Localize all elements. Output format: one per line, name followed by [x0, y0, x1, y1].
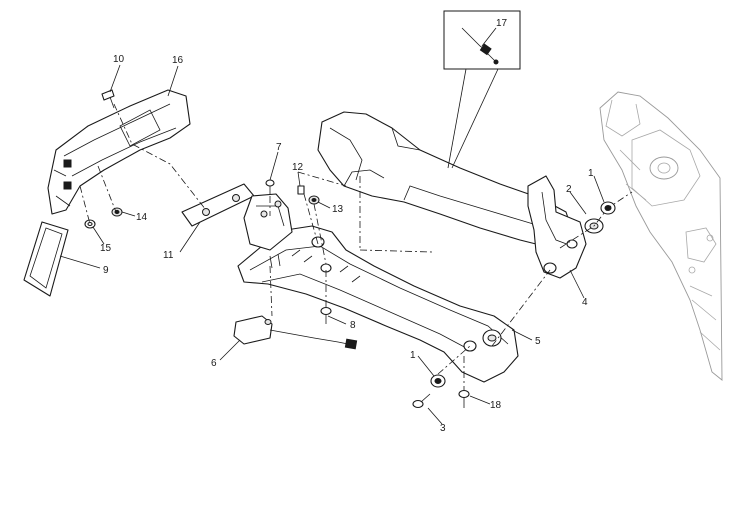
- callout-17: 17: [496, 18, 508, 29]
- washer-15: [84, 219, 96, 229]
- nut-14: [111, 207, 123, 217]
- callout-11: 11: [163, 250, 174, 261]
- plate-lamp-11: [181, 183, 255, 227]
- bracket-4: [527, 175, 587, 279]
- assembly-axes: [79, 103, 633, 390]
- callout-9: 9: [103, 265, 109, 276]
- plate-holder-16: [47, 89, 191, 215]
- screw-10: [101, 89, 115, 109]
- callout-16: 16: [172, 55, 184, 66]
- screw-8: [320, 306, 332, 324]
- callout-18: 18: [490, 400, 502, 411]
- callout-labels: 1 1 2 3 4 5 6 7 8 9 10 11 12 13 14 15 16…: [100, 18, 594, 434]
- callout-1-upper: 1: [588, 168, 594, 179]
- callout-8: 8: [350, 320, 356, 331]
- screw-18: [458, 389, 470, 408]
- tie-strap-detail: [443, 10, 521, 169]
- screw-7: [265, 179, 275, 196]
- callout-13: 13: [332, 204, 344, 215]
- callout-12: 12: [292, 162, 304, 173]
- callout-5: 5: [535, 336, 541, 347]
- callout-1-lower: 1: [410, 350, 416, 361]
- grommet-1-lower: [430, 374, 446, 388]
- sensor-6: [233, 315, 358, 350]
- callout-10: 10: [113, 54, 125, 65]
- support-arm-5: [237, 193, 519, 383]
- frame-ghost: [599, 91, 723, 381]
- callout-14: 14: [136, 212, 148, 223]
- callout-2: 2: [566, 184, 572, 195]
- nut-13: [308, 195, 320, 205]
- reflector-9: [23, 221, 69, 297]
- callout-6: 6: [211, 358, 217, 369]
- callout-3: 3: [440, 423, 446, 434]
- callout-leaders: [59, 27, 605, 425]
- callout-15: 15: [100, 243, 112, 254]
- spacer-12: [297, 185, 305, 195]
- screw-3: [412, 393, 431, 409]
- callout-7: 7: [276, 142, 282, 153]
- callout-4: 4: [582, 297, 588, 308]
